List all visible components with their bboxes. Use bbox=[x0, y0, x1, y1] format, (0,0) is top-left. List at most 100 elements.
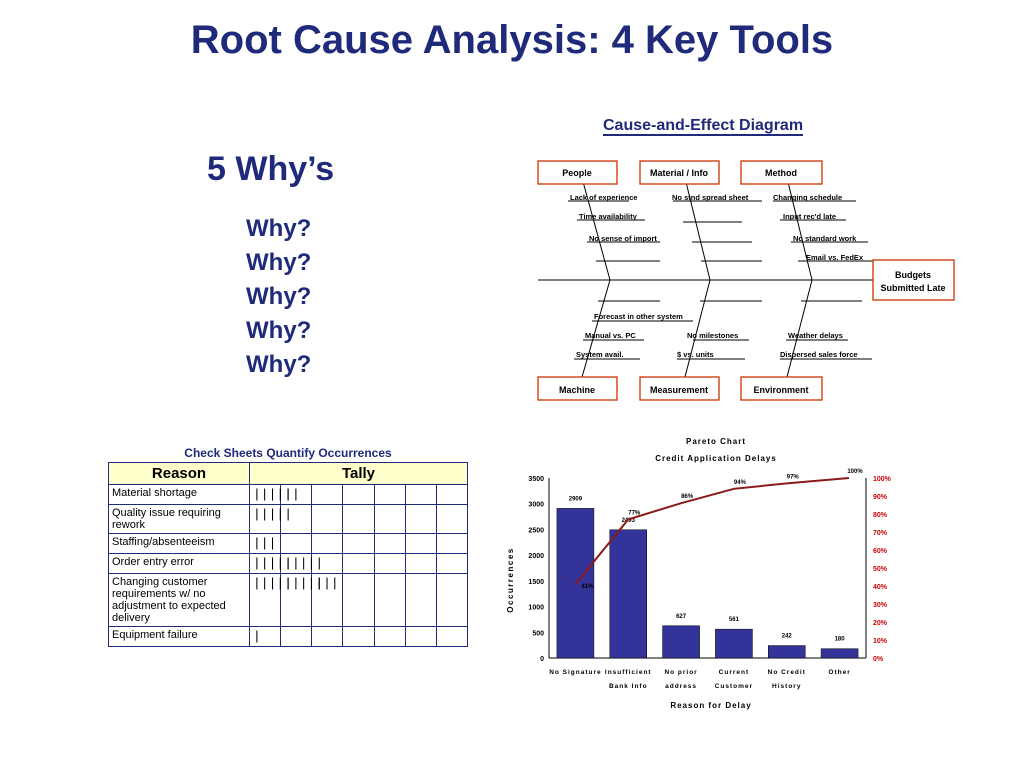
y-axis-label: Occurrences bbox=[506, 547, 515, 612]
y2-tick-label: 40% bbox=[873, 584, 888, 591]
tally-cell: ||||| bbox=[248, 484, 292, 505]
y2-tick-label: 70% bbox=[873, 530, 888, 537]
tally-cell bbox=[280, 533, 313, 554]
reason-header: Reason bbox=[108, 462, 250, 485]
tally-header: Tally bbox=[249, 462, 468, 485]
bar-value-label: 627 bbox=[676, 614, 687, 620]
cause-label: Changing schedule bbox=[773, 193, 842, 202]
reason-cell: Changing customer requirements w/ no adj… bbox=[108, 573, 250, 627]
category-environment: Environment bbox=[753, 385, 808, 395]
effect-box bbox=[872, 259, 955, 301]
five-whys-list: Why? Why? Why? Why? Why? bbox=[246, 212, 311, 382]
chart-subtitle: Credit Application Delays bbox=[655, 454, 777, 463]
tally-cell bbox=[404, 553, 437, 574]
y2-tick-label: 50% bbox=[873, 566, 888, 573]
tally-cell bbox=[373, 626, 406, 647]
cause-label: Email vs. FedEx bbox=[806, 253, 864, 262]
y-tick-label: 500 bbox=[532, 630, 544, 637]
cause-label: $ vs. units bbox=[677, 350, 714, 359]
tally-cell bbox=[404, 533, 437, 554]
tally-cell bbox=[404, 484, 437, 505]
cause-label: Manual vs. PC bbox=[585, 331, 636, 340]
cause-label: System avail. bbox=[576, 350, 624, 359]
y-tick-label: 3500 bbox=[528, 476, 544, 483]
category-measurement: Measurement bbox=[650, 385, 708, 395]
tally-cell bbox=[435, 553, 469, 574]
y-tick-label: 0 bbox=[540, 656, 544, 663]
x-tick-label: History bbox=[772, 683, 801, 690]
cause-label: Input rec'd late bbox=[783, 212, 836, 221]
bone-material bbox=[684, 177, 711, 281]
bone-method bbox=[786, 177, 813, 281]
reason-cell: Quality issue requiring rework bbox=[108, 504, 250, 534]
y-tick-label: 1500 bbox=[528, 579, 544, 586]
check-sheet-title: Check Sheets Quantify Occurrences bbox=[184, 446, 392, 460]
y2-tick-label: 10% bbox=[873, 638, 888, 645]
effect-label: Submitted Late bbox=[880, 283, 945, 293]
tally-cell: ||||| bbox=[248, 553, 292, 574]
cause-label: No sense of import bbox=[589, 234, 657, 243]
why-item: Why? bbox=[246, 351, 312, 378]
bar-value-label: 561 bbox=[729, 617, 740, 623]
category-machine: Machine bbox=[559, 385, 595, 395]
tally-cell: ||||| bbox=[248, 573, 292, 627]
table-row: Equipment failure| bbox=[108, 626, 469, 647]
tally-cell bbox=[435, 573, 469, 627]
cumulative-label: 94% bbox=[734, 480, 747, 486]
bone-environment bbox=[786, 279, 813, 378]
y2-tick-label: 90% bbox=[873, 494, 888, 501]
table-row: Staffing/absenteeism||| bbox=[108, 533, 469, 554]
cumulative-label: 100% bbox=[847, 469, 863, 475]
tally-cell: ||| bbox=[311, 573, 344, 627]
bar-value-label: 2909 bbox=[569, 496, 583, 502]
x-tick-label: Current bbox=[719, 669, 749, 676]
category-material: Material / Info bbox=[650, 168, 709, 178]
cause-label: Lack of experience bbox=[570, 193, 638, 202]
effect-label: Budgets bbox=[895, 270, 931, 280]
cause-label: Dispersed sales force bbox=[780, 350, 858, 359]
table-row: Order entry error|||||||||| bbox=[108, 553, 469, 574]
x-axis-label: Reason for Delay bbox=[670, 701, 751, 710]
category-box-measurement bbox=[639, 376, 720, 401]
bar bbox=[768, 645, 806, 659]
bone-people bbox=[581, 177, 611, 281]
pareto-chart: Pareto Chart Credit Application Delays O… bbox=[506, 437, 892, 710]
why-item: Why? bbox=[246, 317, 312, 344]
why-item: Why? bbox=[246, 283, 312, 310]
tally-cell: ||| bbox=[248, 533, 282, 554]
tally-cell bbox=[342, 484, 375, 505]
bar bbox=[609, 529, 647, 659]
tally-cell bbox=[311, 504, 344, 534]
tally-cell: || bbox=[280, 484, 313, 505]
x-tick-label: No Credit bbox=[768, 669, 806, 676]
bar bbox=[662, 625, 700, 659]
x-tick-label: address bbox=[665, 683, 697, 690]
y2-tick-label: 80% bbox=[873, 512, 888, 519]
chart-title: Pareto Chart bbox=[686, 437, 746, 446]
category-method: Method bbox=[765, 168, 797, 178]
table-row: Changing customer requirements w/ no adj… bbox=[108, 573, 469, 627]
tally-cell bbox=[280, 626, 313, 647]
why-item: Why? bbox=[246, 215, 312, 242]
x-tick-label: Other bbox=[828, 669, 850, 676]
category-box-method bbox=[740, 160, 823, 185]
page-title: Root Cause Analysis: 4 Key Tools bbox=[190, 18, 834, 62]
y-tick-label: 3000 bbox=[528, 502, 544, 509]
tally-cell bbox=[373, 553, 406, 574]
tally-cell bbox=[373, 484, 406, 505]
y2-tick-label: 100% bbox=[873, 476, 892, 483]
tally-cell bbox=[435, 533, 469, 554]
cumulative-label: 97% bbox=[787, 474, 800, 480]
tally-cell bbox=[404, 626, 437, 647]
x-tick-label: No prior bbox=[664, 669, 697, 676]
table-row: Material shortage||||||| bbox=[108, 484, 469, 505]
table-row: Quality issue requiring rework||||| bbox=[108, 504, 469, 534]
cumulative-line bbox=[574, 477, 850, 585]
x-tick-label: No Signature bbox=[549, 669, 601, 676]
why-item: Why? bbox=[246, 249, 312, 276]
tally-cell: ||||| bbox=[248, 504, 292, 534]
bar-value-label: 180 bbox=[835, 637, 846, 643]
table-header-row: Reason Tally bbox=[108, 462, 468, 485]
y2-tick-label: 0% bbox=[873, 656, 884, 663]
tally-cell: | bbox=[248, 626, 282, 647]
